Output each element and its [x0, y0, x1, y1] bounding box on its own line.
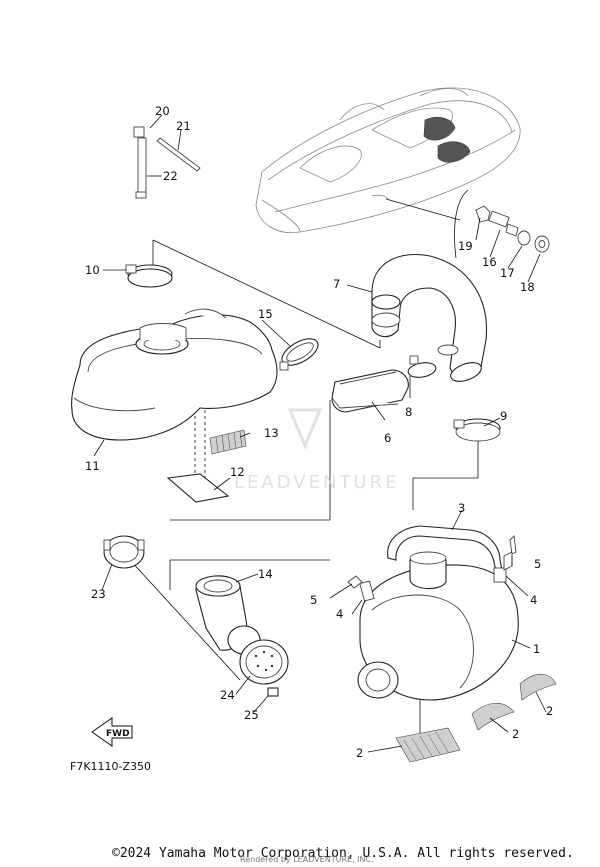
part-13-sponge	[209, 429, 247, 455]
part-24-screen	[239, 639, 289, 685]
part-2-sheets	[395, 673, 557, 763]
fwd-label: FWD	[106, 729, 130, 739]
callout-13: 13	[264, 426, 279, 440]
callout-25: 25	[244, 708, 259, 722]
part-15-clamp	[279, 338, 319, 371]
callout-2a: 2	[546, 704, 553, 718]
part-12-pad	[166, 473, 230, 503]
callout-4a: 4	[336, 607, 343, 621]
part-1-muffler	[357, 551, 519, 701]
callout-20: 20	[155, 104, 170, 118]
part-14-duct	[195, 575, 261, 655]
callout-6: 6	[384, 431, 391, 445]
callout-12: 12	[230, 465, 245, 479]
fwd-arrow: FWD	[91, 717, 133, 747]
part-9-clamp	[453, 418, 501, 442]
part-7-elbow-hose	[371, 254, 488, 382]
callout-17: 17	[500, 266, 515, 280]
watermark: LEADVENTURE	[234, 408, 399, 493]
part-6-cover	[331, 369, 409, 413]
callout-14: 14	[258, 567, 273, 581]
callout-1: 1	[533, 642, 540, 656]
watercraft-illustration	[255, 87, 521, 259]
callout-21: 21	[176, 119, 191, 133]
callout-7: 7	[333, 277, 340, 291]
part-8-clamp	[407, 355, 437, 378]
rendered-by-text: Rendered by LEADVENTURE, INC.	[240, 855, 374, 864]
part-10-clamp	[125, 264, 173, 288]
part-4-5-brackets	[347, 535, 517, 589]
copyright-text: ©2024 Yamaha Motor Corporation, U.S.A. A…	[112, 846, 574, 861]
drain-fitting-parts	[475, 205, 550, 253]
diagram-code: F7K1110-Z350	[70, 760, 152, 773]
callout-23: 23	[91, 587, 106, 601]
callout-5a: 5	[534, 557, 541, 571]
callout-18: 18	[520, 280, 535, 294]
strap-clamp-parts	[133, 126, 201, 199]
part-23-ring	[103, 535, 145, 569]
callout-15: 15	[258, 307, 273, 321]
callout-19: 19	[458, 239, 473, 253]
callout-24: 24	[220, 688, 235, 702]
callouts: 20 21 22 10 7 15 8 9 13 6 11 12 3 5 5 4 …	[85, 104, 553, 760]
leader-lines	[93, 114, 547, 753]
callout-16: 16	[482, 255, 497, 269]
callout-10: 10	[85, 263, 100, 277]
callout-2b: 2	[512, 727, 519, 741]
callout-5b: 5	[310, 593, 317, 607]
callout-4b: 4	[530, 593, 537, 607]
callout-11: 11	[85, 459, 100, 473]
callout-22: 22	[163, 169, 178, 183]
watermark-text: LEADVENTURE	[234, 472, 399, 493]
part-11-water-box	[71, 308, 278, 441]
callout-2c: 2	[356, 746, 363, 760]
callout-9: 9	[500, 409, 507, 423]
callout-8: 8	[405, 405, 412, 419]
part-25-nut	[267, 687, 279, 697]
callout-3: 3	[458, 501, 465, 515]
